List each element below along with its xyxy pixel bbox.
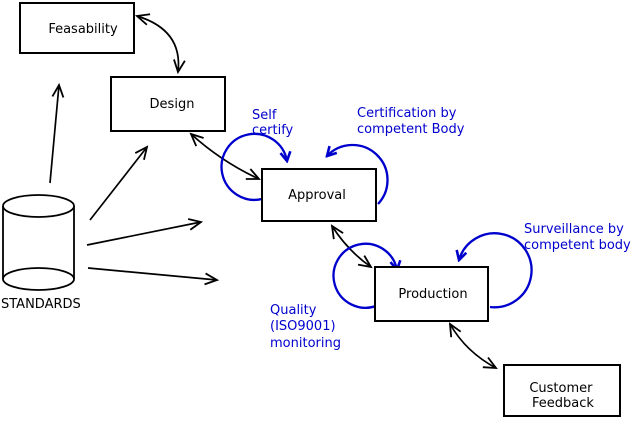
standards-cylinder [2,194,75,291]
arrow-standards-to-approval [86,222,201,246]
arrow-standards-to-feasability [49,85,59,184]
arrow-feasability-design [137,16,178,72]
node-production: Production [374,266,489,322]
arrow-production-customer-feedback [450,324,496,368]
node-feasability: Feasability [19,2,135,54]
node-approval: Approval [261,168,377,222]
node-customer-feedback-label: Customer Feedback [529,381,596,411]
node-approval-label: Approval [288,188,346,203]
arrow-standards-to-production [87,267,217,280]
annotation-self-certify: Self certify [252,108,294,138]
loop-quality-monitoring [332,242,397,309]
node-production-label: Production [398,287,467,302]
annotation-certification: Certification by competent Body [357,106,465,137]
node-customer-feedback: Customer Feedback [503,364,621,417]
loop-surveillance [459,232,533,309]
arrow-standards-to-design [89,147,147,221]
node-design-label: Design [150,97,195,112]
node-design: Design [110,76,226,132]
loop-self-certify [220,132,287,201]
loop-certification [327,143,389,205]
annotation-surveillance: Surveillance by competent body [524,222,631,253]
standards-label: STANDARDS [1,297,81,312]
node-feasability-label: Feasability [48,22,118,37]
arrow-design-approval [191,134,259,179]
annotation-quality: Quality (ISO9001) monitoring [270,303,341,351]
